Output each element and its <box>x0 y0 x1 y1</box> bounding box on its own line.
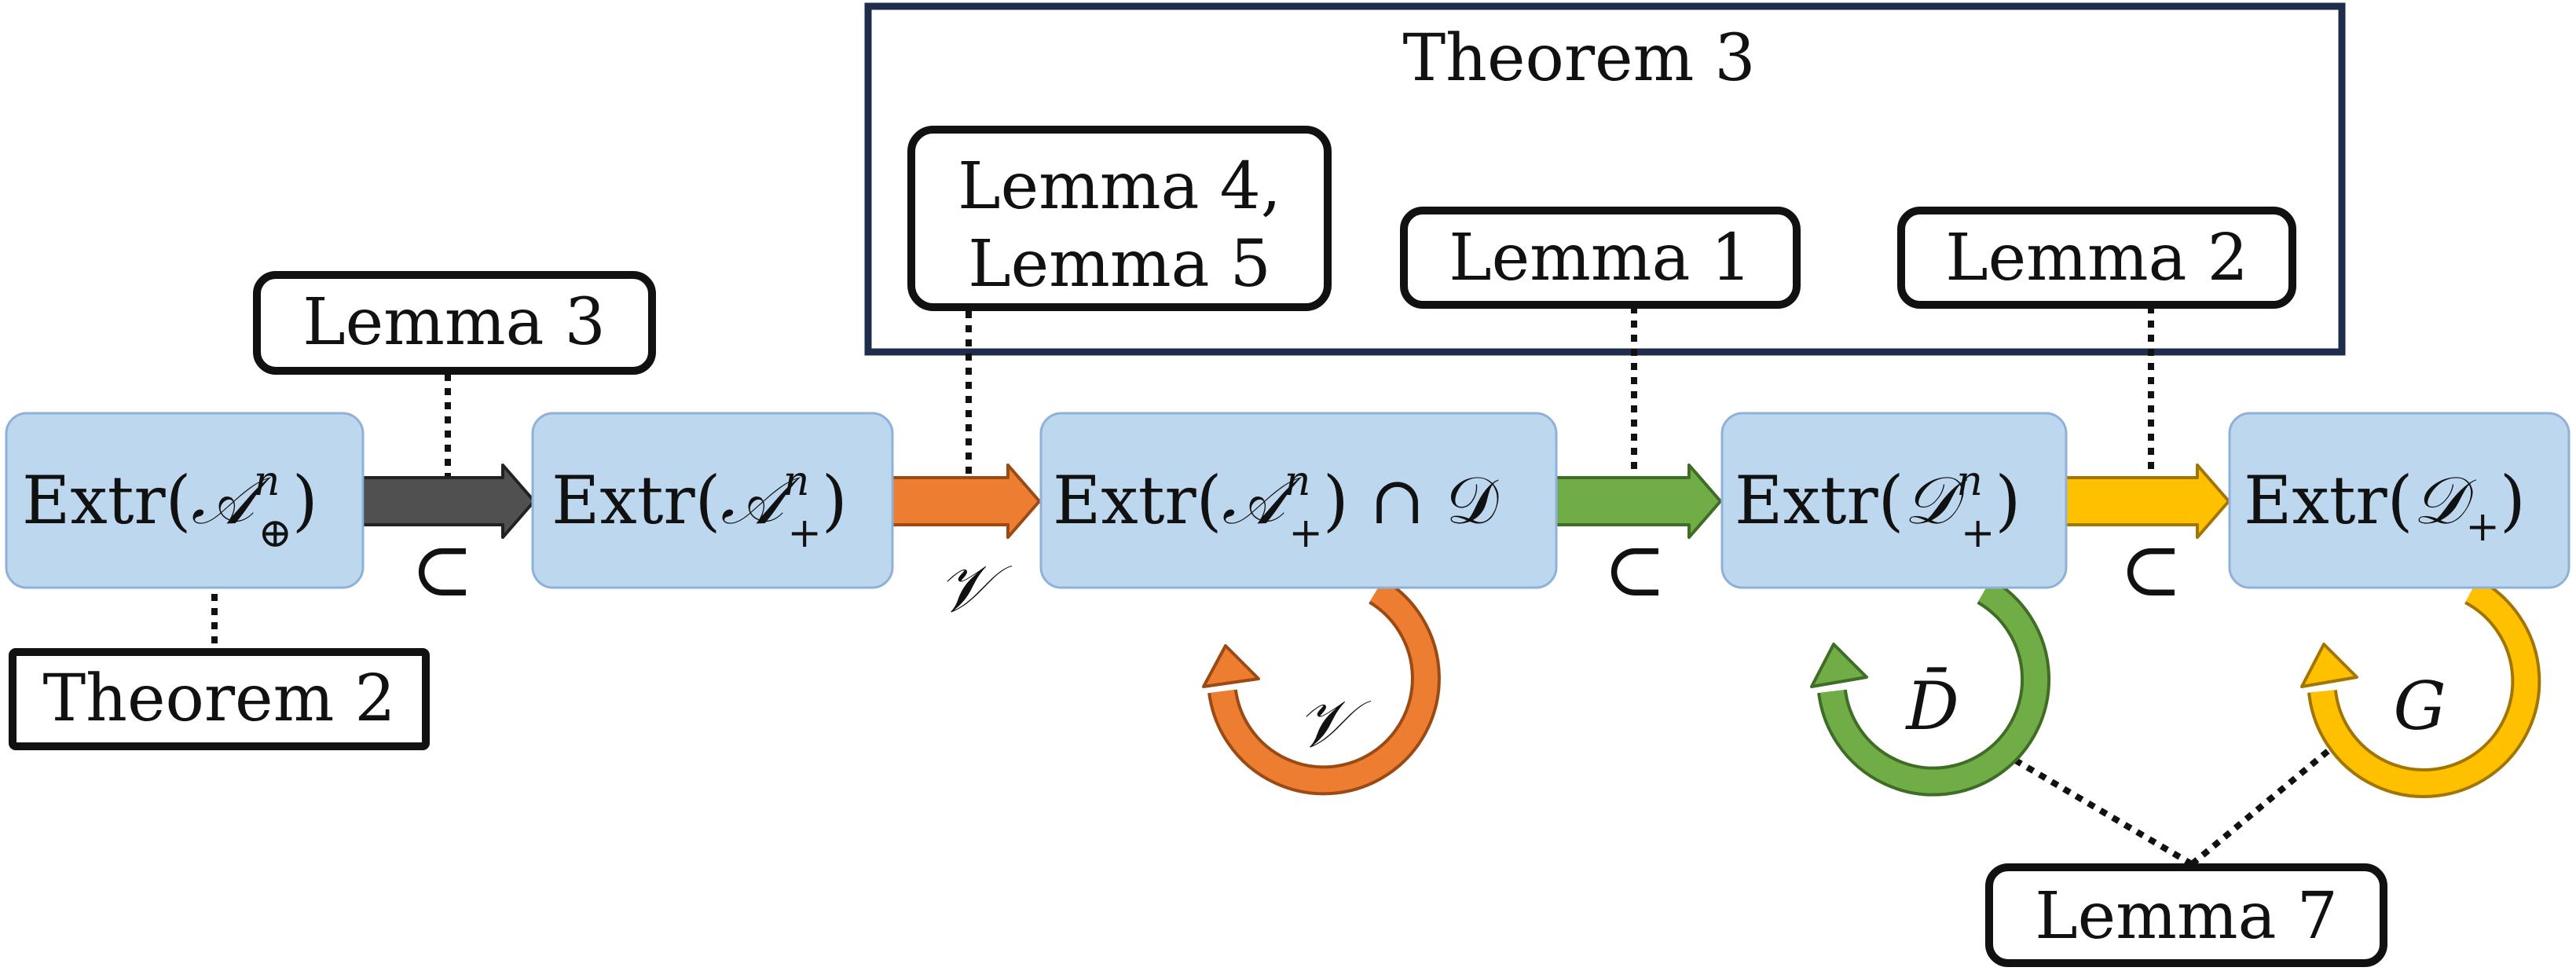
theorem3-title: Theorem 3 <box>1402 21 1755 96</box>
svg-text:Lemma 2: Lemma 2 <box>1945 221 2248 295</box>
node-extr-d-plus-n: Extr(𝒟n+) <box>1720 412 2068 589</box>
label-lemma45: Lemma 4, Lemma 5 <box>907 126 1332 311</box>
node-extr-a-oplus: Extr(𝒜n⊕) <box>5 412 365 589</box>
svg-text:Lemma 4,: Lemma 4, <box>958 149 1281 224</box>
svg-text:Lemma 3: Lemma 3 <box>302 285 606 360</box>
label-lemma7: Lemma 7 <box>1985 863 2387 967</box>
edge-label-subset-3: ⊂ <box>1603 526 1666 614</box>
loop-node4 <box>1810 577 2051 797</box>
svg-text:Extr(𝒟+): Extr(𝒟+) <box>2244 462 2526 551</box>
svg-text:Theorem 2: Theorem 2 <box>42 661 395 736</box>
loop-node3 <box>1202 577 1441 796</box>
connector-lemma7-left <box>1989 743 2194 867</box>
svg-text:Extr(𝒜n+): Extr(𝒜n+) <box>551 458 848 557</box>
edge-label-v-2: 𝒱 <box>937 550 1012 627</box>
svg-text:Lemma 5: Lemma 5 <box>968 227 1271 302</box>
node-extr-d-plus: Extr(𝒟+) <box>2228 412 2571 589</box>
arrow-2-to-3 <box>890 464 1041 539</box>
edge-label-subset-4: ⊂ <box>2120 526 2182 614</box>
loop-label-g: G <box>2393 668 2446 745</box>
theorem3-group-box <box>864 2 2346 356</box>
label-theorem2: Theorem 2 <box>9 648 430 750</box>
svg-text:Extr(𝒜n⊕): Extr(𝒜n⊕) <box>22 458 318 557</box>
svg-text:Lemma 7: Lemma 7 <box>2035 879 2338 954</box>
label-lemma2: Lemma 2 <box>1897 207 2296 309</box>
arrow-4-to-5 <box>2063 464 2230 539</box>
label-lemma1: Lemma 1 <box>1400 207 1801 309</box>
node-extr-a-plus: Extr(𝒜n+) <box>531 412 894 589</box>
loop-node5 <box>2300 577 2541 798</box>
loop-label-dbar: D̄ <box>1904 667 1959 745</box>
edge-label-subset-1: ⊂ <box>411 526 474 614</box>
label-lemma3: Lemma 3 <box>253 271 656 375</box>
arrow-3-to-4 <box>1554 464 1722 539</box>
arrow-1-to-2 <box>361 464 536 539</box>
node-extr-a-plus-cap-d: Extr(𝒜n+) ∩ 𝒟 <box>1039 412 1558 589</box>
svg-text:Lemma 1: Lemma 1 <box>1449 221 1752 295</box>
connector-lemma7-right <box>2189 734 2347 867</box>
loop-label-v: 𝒱 <box>1296 685 1371 762</box>
svg-text:Extr(𝒜n+) ∩ 𝒟: Extr(𝒜n+) ∩ 𝒟 <box>1053 458 1499 557</box>
